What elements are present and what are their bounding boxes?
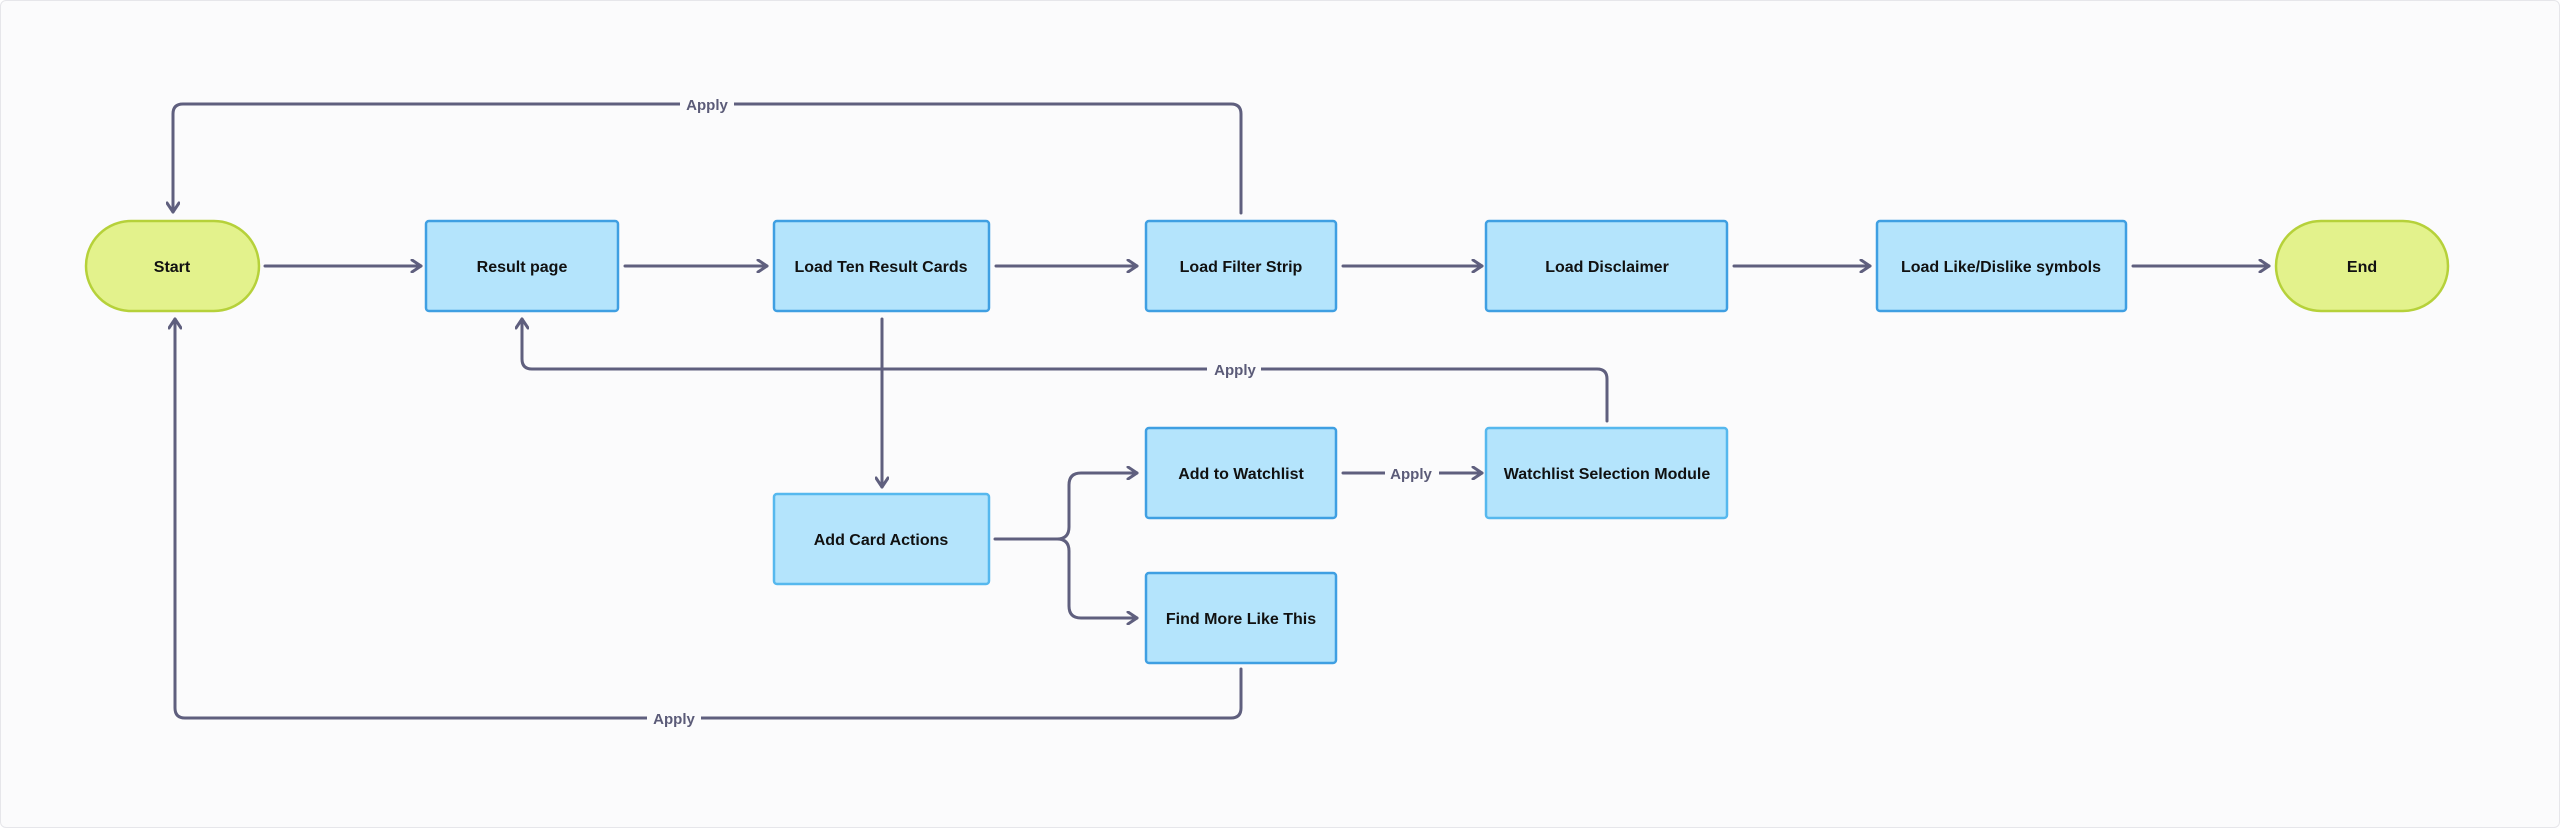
node-end-label: End (2347, 259, 2377, 276)
node-add-card-actions[interactable]: Add Card Actions (772, 492, 991, 586)
node-load-like-dislike-label: Load Like/Dislike symbols (1901, 259, 2101, 276)
node-load-disclaimer-label: Load Disclaimer (1545, 259, 1669, 276)
node-load-disclaimer[interactable]: Load Disclaimer (1484, 219, 1729, 313)
edge-actions-to-watchlist (1055, 473, 1139, 541)
edge-filter-to-start (173, 102, 1243, 215)
node-add-card-actions-label: Add Card Actions (814, 532, 949, 549)
edge-find-more-to-start (175, 317, 1243, 720)
node-start[interactable]: Start (84, 219, 261, 313)
node-watchlist-selection-module-label: Watchlist Selection Module (1504, 466, 1711, 483)
edge-label-watchlist-module-to-result: Apply (1214, 362, 1256, 379)
edge-label-watchlist-to-module: Apply (1390, 466, 1432, 483)
edge-label-filter-to-start: Apply (686, 97, 728, 114)
node-find-more-like-this[interactable]: Find More Like This (1144, 571, 1338, 665)
node-add-to-watchlist-label: Add to Watchlist (1178, 466, 1304, 483)
node-start-label: Start (154, 259, 191, 276)
node-add-to-watchlist[interactable]: Add to Watchlist (1144, 426, 1338, 520)
edge-watchlist-module-to-result (522, 317, 1609, 423)
node-load-ten-result-cards-label: Load Ten Result Cards (794, 259, 967, 276)
node-load-filter-strip-label: Load Filter Strip (1180, 259, 1303, 276)
node-find-more-like-this-label: Find More Like This (1166, 611, 1316, 628)
node-load-ten-result-cards[interactable]: Load Ten Result Cards (772, 219, 991, 313)
edge-actions-to-find-more (1055, 537, 1139, 618)
node-result-page-label: Result page (477, 259, 568, 276)
node-load-filter-strip[interactable]: Load Filter Strip (1144, 219, 1338, 313)
node-watchlist-selection-module[interactable]: Watchlist Selection Module (1484, 426, 1729, 520)
edge-label-find-more-to-start: Apply (653, 711, 695, 728)
node-end[interactable]: End (2274, 219, 2450, 313)
node-result-page[interactable]: Result page (424, 219, 620, 313)
node-load-like-dislike[interactable]: Load Like/Dislike symbols (1875, 219, 2128, 313)
